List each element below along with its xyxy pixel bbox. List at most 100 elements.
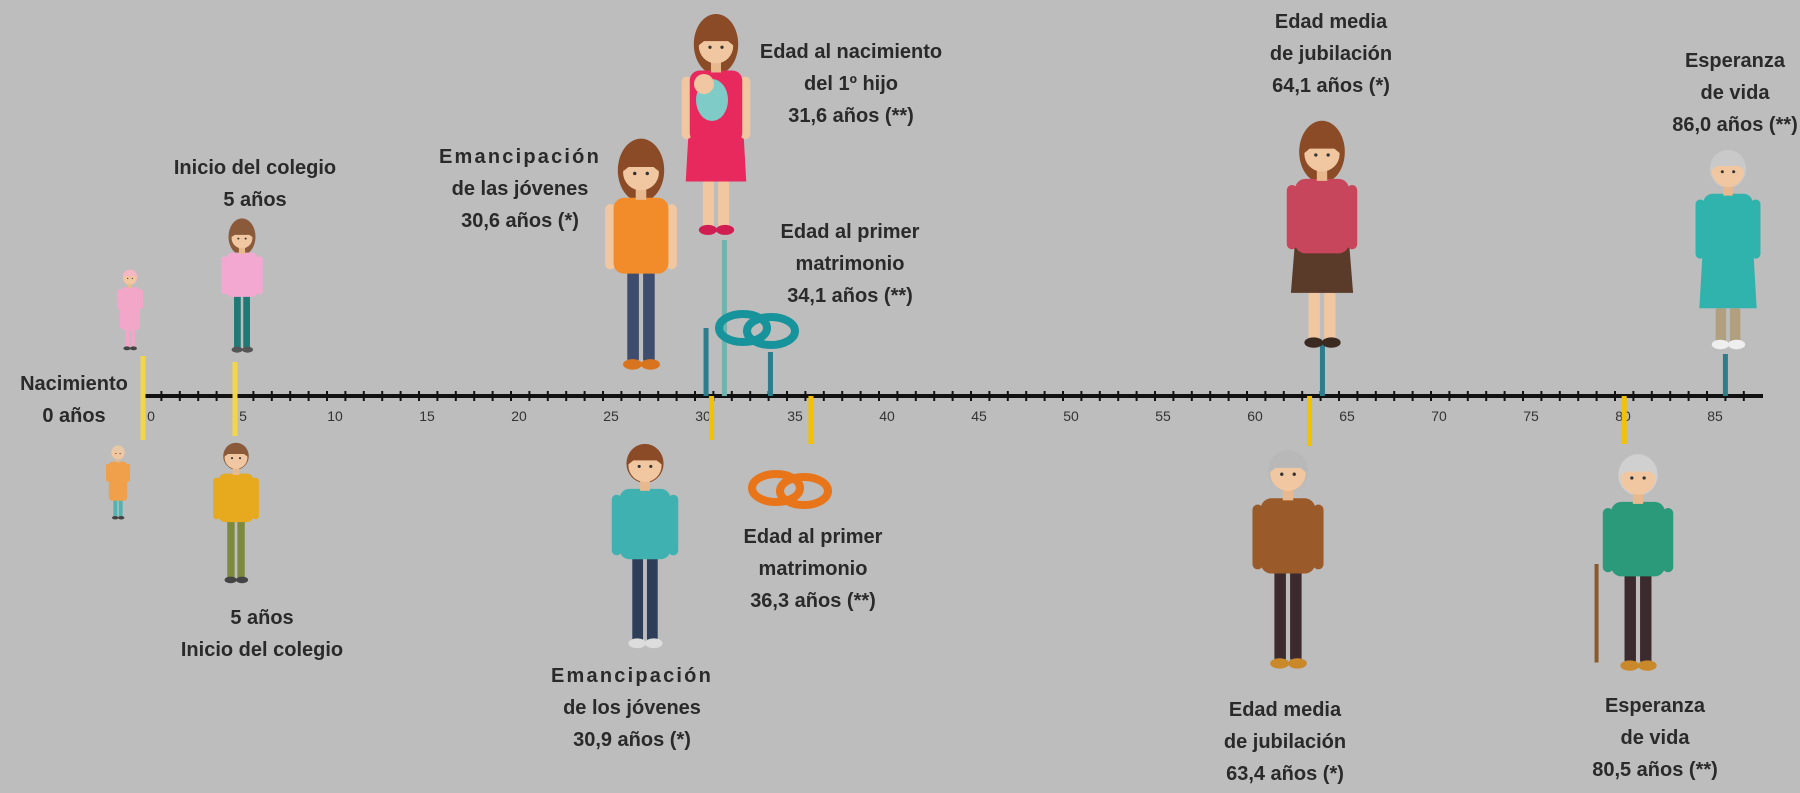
shoe (698, 224, 718, 235)
label-line: Edad al primer (780, 221, 920, 243)
woman-icon (1286, 120, 1358, 348)
label-line: de las jóvenes (451, 178, 589, 200)
arm (740, 76, 751, 140)
torso (1295, 178, 1349, 254)
eye (238, 457, 242, 460)
tick-label: 45 (971, 408, 987, 424)
leg (1624, 574, 1636, 663)
label-line: de jubilación (1269, 43, 1393, 65)
label-line: 30,9 años (*) (573, 729, 691, 751)
tick-label: 15 (419, 408, 435, 424)
shoe (628, 638, 646, 649)
label-line: Esperanza (1684, 50, 1786, 72)
label-line: Inicio del colegio (173, 157, 337, 179)
label-line: 80,5 años (**) (1592, 759, 1718, 781)
eye (237, 237, 240, 240)
arm (213, 477, 220, 520)
tick-label: 75 (1523, 408, 1539, 424)
arm (605, 204, 616, 270)
torso (108, 461, 128, 501)
eye (230, 457, 234, 460)
label-line: Edad media (1274, 11, 1388, 33)
eye (1630, 476, 1634, 480)
label-line: Nacimiento (20, 373, 128, 395)
tick-label: 55 (1155, 408, 1171, 424)
label-female-school: Inicio del colegio 5 años (174, 152, 336, 216)
label-female-first-child: Edad al nacimiento del 1º hijo 31,6 años… (760, 36, 942, 132)
arm (139, 289, 144, 309)
eye (1732, 170, 1736, 174)
torso (1703, 193, 1753, 263)
eye (244, 237, 247, 240)
tick-label: 25 (603, 408, 619, 424)
ring (748, 470, 804, 506)
hair-top (224, 445, 248, 457)
label-male-marriage: Edad al primer matrimonio 36,3 años (**) (744, 521, 883, 617)
label-line: Esperanza (1604, 695, 1706, 717)
label-line: 31,6 años (**) (788, 105, 914, 127)
shoe (716, 224, 735, 235)
age-axis: 0510152025303540455055606570758085 (141, 391, 1763, 424)
man-icon (1252, 450, 1324, 669)
old-woman-icon (1695, 149, 1761, 350)
ring (776, 473, 832, 509)
shoe (1620, 660, 1640, 671)
arm (1346, 185, 1358, 250)
torso (1611, 501, 1665, 577)
arm (1313, 504, 1324, 570)
shoe (242, 346, 254, 353)
label-male-retirement: Edad media de jubilación 63,4 años (*) (1224, 694, 1346, 790)
shoe (1288, 658, 1307, 669)
label-line: de vida (1700, 82, 1770, 104)
leg (243, 295, 250, 348)
leg (702, 181, 714, 227)
label-line: matrimonio (795, 253, 905, 275)
torso (619, 488, 671, 560)
leg (1640, 574, 1652, 663)
neck (640, 479, 650, 491)
young-man-icon (611, 443, 679, 649)
shoe (1728, 339, 1746, 350)
torso (1260, 498, 1316, 574)
leg (113, 497, 118, 517)
torso (218, 473, 254, 523)
shoe (623, 359, 643, 370)
old-man-icon (1594, 454, 1674, 671)
leg (646, 557, 658, 641)
arm (611, 494, 622, 556)
label-line: Inicio del colegio (180, 639, 344, 661)
eye (115, 453, 117, 455)
tick-label: 65 (1339, 408, 1355, 424)
label-line: 0 años (42, 405, 106, 427)
leg (124, 325, 130, 348)
tick-label: 50 (1063, 408, 1079, 424)
label-line: de jubilación (1223, 731, 1347, 753)
shoe (645, 638, 663, 649)
neck (1316, 168, 1328, 181)
neck (1723, 184, 1733, 196)
label-line: 64,1 años (*) (1272, 75, 1390, 97)
label-line: Edad media (1228, 699, 1342, 721)
tick-label: 20 (511, 408, 527, 424)
leg (1324, 292, 1336, 340)
arm (105, 463, 110, 482)
tick-label: 60 (1247, 408, 1263, 424)
arm (1602, 508, 1614, 573)
label-line: 34,1 años (**) (787, 285, 913, 307)
shoe (1270, 658, 1290, 669)
label-line: 5 años (223, 189, 287, 211)
tick-label: 0 (147, 408, 155, 424)
hair-top (123, 270, 137, 278)
arm (256, 256, 263, 295)
skirt (1290, 241, 1354, 293)
label-female-emancipation: Emancipación de las jóvenes 30,6 años (*… (439, 141, 601, 237)
figures (105, 13, 1761, 671)
eye (649, 464, 653, 468)
eye (708, 45, 712, 49)
shoe (1638, 660, 1657, 671)
neck (1282, 487, 1294, 501)
torso (119, 287, 141, 330)
hair-top (1711, 153, 1745, 170)
arm (221, 256, 228, 295)
